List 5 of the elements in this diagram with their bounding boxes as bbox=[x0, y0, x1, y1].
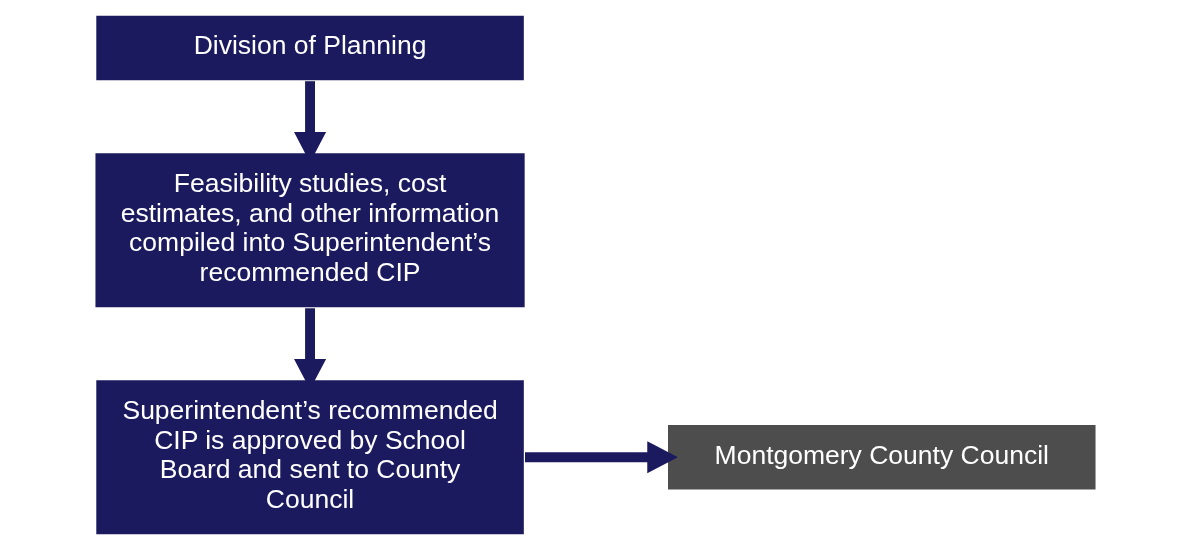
node-box: Superintendent’s recommended CIP is approved by School Board and sent to County Council bbox=[94, 378, 526, 536]
node-box: Feasibility studies, cost estimates, and other information compiled into Superintendent’s recommended CIP bbox=[93, 151, 527, 309]
node-box: Division of Planning bbox=[94, 14, 526, 82]
arrow bbox=[525, 441, 678, 474]
node-box: Montgomery County Council bbox=[666, 423, 1098, 492]
